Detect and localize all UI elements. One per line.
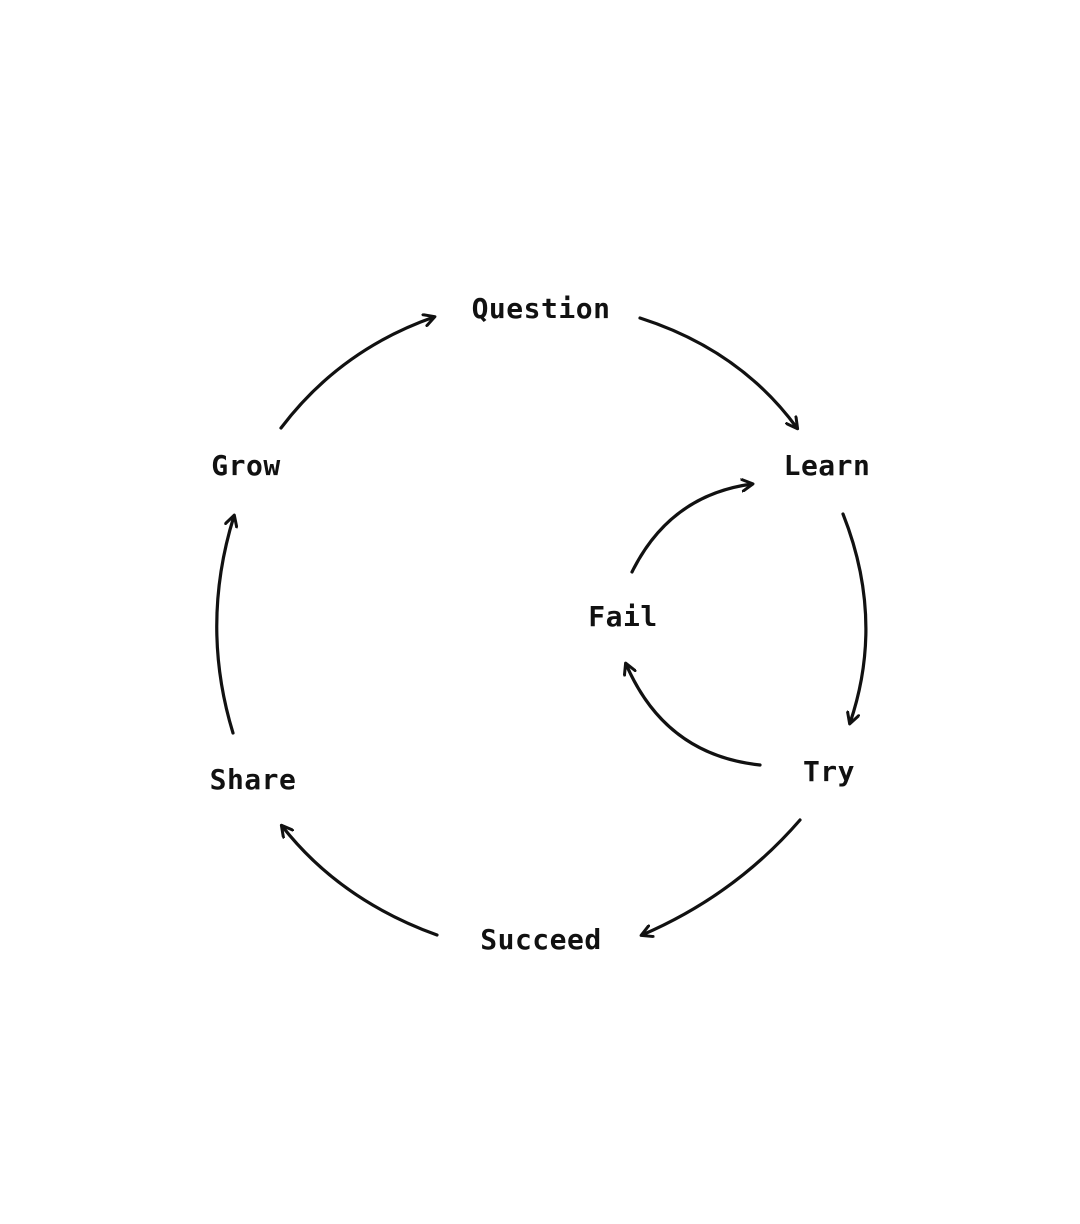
edge-try-to-succeed xyxy=(642,818,802,935)
edge-succeed-to-share xyxy=(282,826,439,937)
node-grow: Grow xyxy=(211,449,280,482)
edge-learn-to-try xyxy=(841,512,868,723)
node-question: Question xyxy=(472,292,611,325)
edge-fail-to-learn xyxy=(630,484,752,574)
edge-question-to-learn xyxy=(638,316,797,428)
edge-grow-to-question xyxy=(279,317,434,430)
edge-share-to-grow xyxy=(215,516,234,735)
node-share: Share xyxy=(210,763,297,796)
node-fail: Fail xyxy=(588,600,657,633)
edge-try-to-fail xyxy=(626,664,762,767)
node-succeed: Succeed xyxy=(480,923,602,956)
node-learn: Learn xyxy=(784,449,871,482)
node-try: Try xyxy=(803,755,855,788)
